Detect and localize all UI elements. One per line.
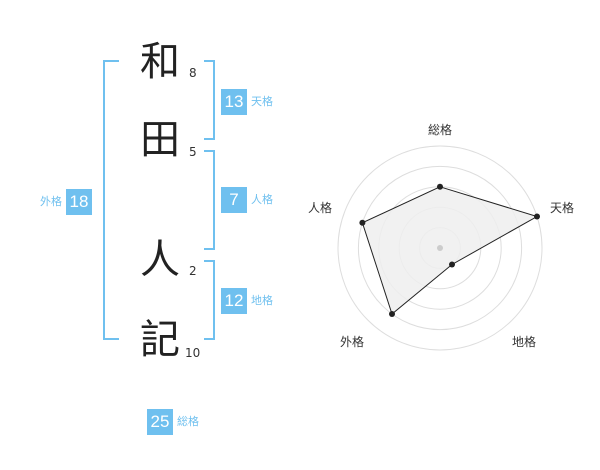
tenkaku-value: 13 xyxy=(221,89,247,115)
jinkaku-bracket xyxy=(204,150,215,250)
stroke-count-1: 8 xyxy=(189,66,197,80)
kanji-2: 田 xyxy=(140,117,180,163)
gaikaku-value: 18 xyxy=(66,189,92,215)
kanji-4: 記 xyxy=(140,317,180,363)
soukaku-badge: 25 総格 xyxy=(147,409,199,435)
stroke-count-3: 2 xyxy=(189,264,197,278)
radar-ring-5 xyxy=(337,145,543,351)
chikaku-badge: 12 地格 xyxy=(221,288,273,314)
radar-point-1 xyxy=(534,213,540,220)
radar-ring-4 xyxy=(357,165,523,331)
tenkaku-bracket xyxy=(204,60,215,140)
radar-score-polygon xyxy=(361,186,539,315)
jinkaku-value: 7 xyxy=(221,187,247,213)
chikaku-value: 12 xyxy=(221,288,247,314)
radar-point-0 xyxy=(437,183,443,190)
radar-label-gaikaku: 外格 xyxy=(340,334,364,349)
tenkaku-label: 天格 xyxy=(251,95,273,108)
kanji-3: 人 xyxy=(140,237,180,283)
radar-label-tenkaku: 天格 xyxy=(550,200,574,215)
radar-chart: 総格 天格 地格 外格 人格 xyxy=(308,122,574,351)
radar-label-chikaku: 地格 xyxy=(512,334,536,349)
kanji-1: 和 xyxy=(140,39,180,85)
stroke-count-4: 10 xyxy=(185,346,201,360)
soukaku-label: 総格 xyxy=(177,415,199,428)
radar-label-soukaku: 総格 xyxy=(428,122,452,137)
radar-label-jinkaku: 人格 xyxy=(308,200,332,215)
gaikaku-bracket xyxy=(103,60,119,340)
radar-point-2 xyxy=(449,261,455,268)
radar-score-points xyxy=(359,183,540,317)
gaikaku-badge: 18 外格 xyxy=(40,189,92,215)
jinkaku-badge: 7 人格 xyxy=(221,187,273,213)
stroke-count-2: 5 xyxy=(189,145,197,159)
chikaku-label: 地格 xyxy=(251,294,273,307)
jinkaku-label: 人格 xyxy=(251,193,273,206)
chikaku-bracket xyxy=(204,260,215,340)
radar-point-4 xyxy=(359,219,366,226)
radar-center-dot xyxy=(437,245,443,251)
gaikaku-label: 外格 xyxy=(40,195,62,208)
soukaku-value: 25 xyxy=(147,409,173,435)
tenkaku-badge: 13 天格 xyxy=(221,89,273,115)
radar-point-3 xyxy=(389,311,395,317)
